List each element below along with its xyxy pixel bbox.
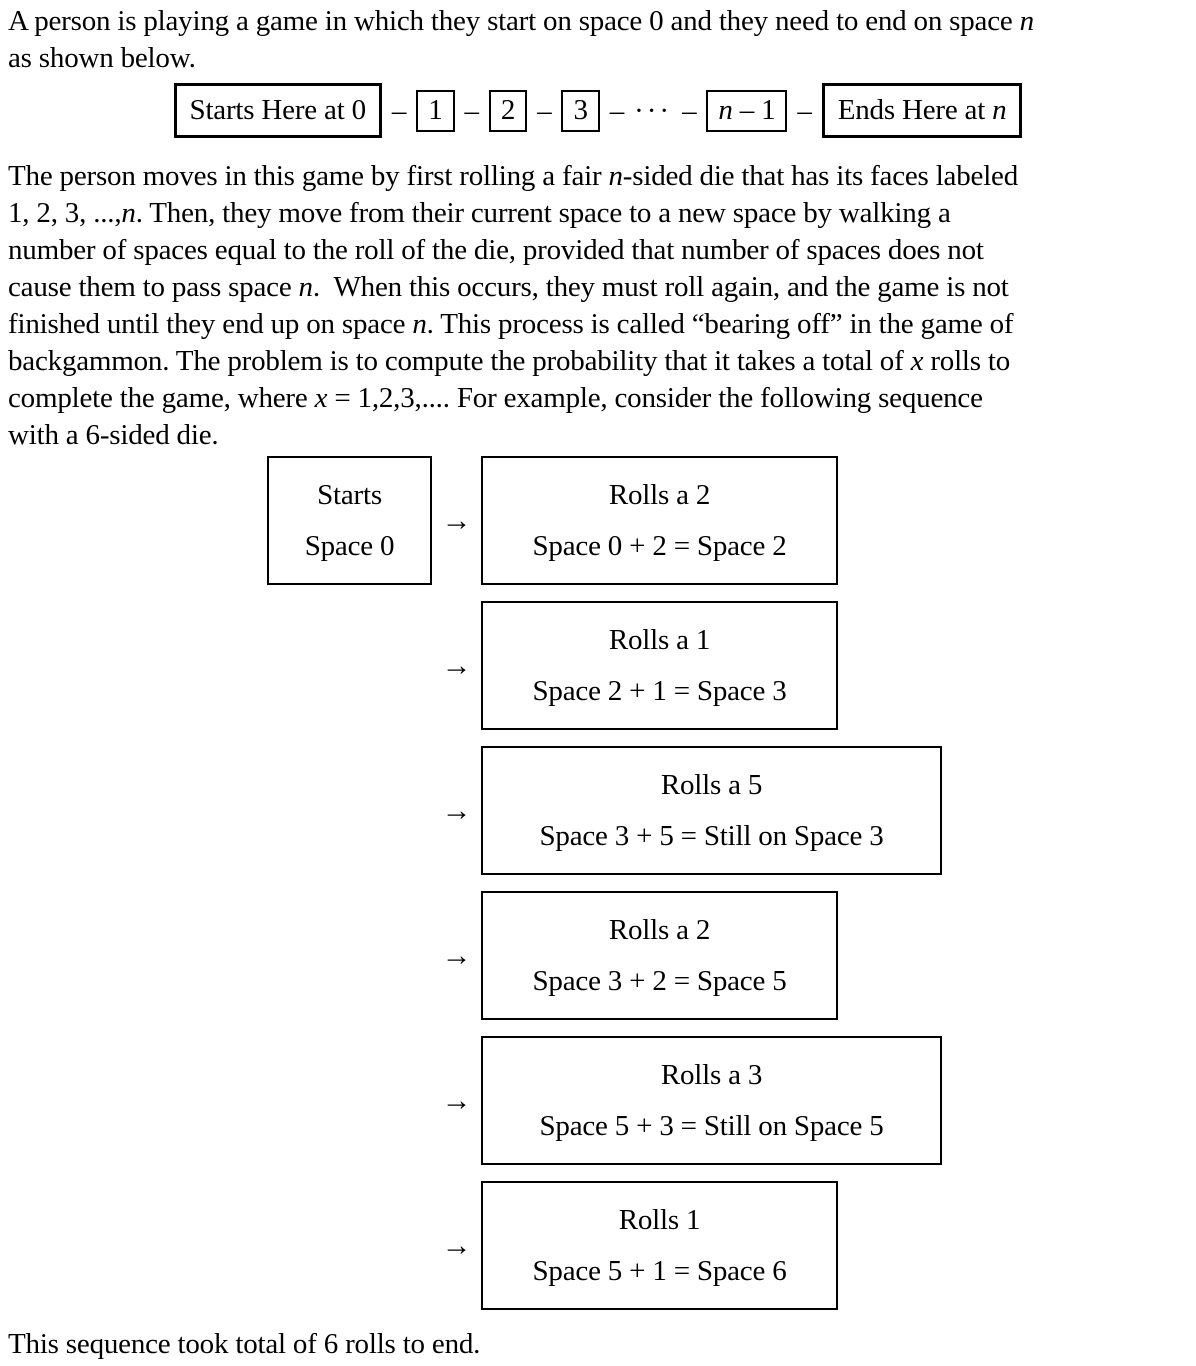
track-space-box: 3 <box>561 89 600 132</box>
start-slot <box>267 1036 432 1165</box>
roll-box: Rolls a 2 Space 3 + 2 = Space 5 <box>481 891 838 1020</box>
start-box-label: Starts <box>317 478 382 511</box>
flow-row: → Rolls 1 Space 5 + 1 = Space 6 <box>267 1181 1196 1310</box>
track-connector-dash: – <box>609 94 625 127</box>
math-variable: n <box>412 308 427 340</box>
text-line: complete the game, where x = 1,2,3,.... … <box>8 380 1196 417</box>
roll-box: Rolls a 5 Space 3 + 5 = Still on Space 3 <box>481 746 942 875</box>
roll-title: Rolls a 1 <box>608 623 711 656</box>
text-run: = 1,2,3,.... For example, consider the f… <box>327 382 983 414</box>
text-line: The person moves in this game by first r… <box>8 158 1196 195</box>
arrow-right-icon: → <box>441 1228 472 1262</box>
text-run: A person is playing a game in which they… <box>8 5 1020 37</box>
text-run: rolls to <box>923 345 1011 377</box>
text-line: with a 6-sided die. <box>8 417 1196 454</box>
text-run: 1 <box>428 94 443 126</box>
roll-equation: Space 0 + 2 = Space 2 <box>532 529 787 562</box>
text-run: Ends Here at <box>837 94 993 126</box>
track-connector-dash: – <box>464 94 480 127</box>
math-variable: x <box>314 382 328 414</box>
text-run: 2 <box>500 94 516 126</box>
text-run: The person moves in this game by first r… <box>8 160 609 192</box>
roll-equation: Space 2 + 1 = Space 3 <box>532 674 787 707</box>
text-run: 1, 2, 3, ..., <box>8 197 122 229</box>
roll-title: Rolls a 3 <box>660 1058 763 1091</box>
start-slot <box>267 891 432 1020</box>
flow-row: Starts Space 0 → Rolls a 2 Space 0 + 2 =… <box>267 456 1196 585</box>
roll-title: Rolls 1 <box>618 1203 701 1236</box>
text-run: cause them to pass space <box>8 271 299 303</box>
flow-row: → Rolls a 2 Space 3 + 2 = Space 5 <box>267 891 1196 1020</box>
roll-title: Rolls a 5 <box>660 768 763 801</box>
roll-title: Rolls a 2 <box>608 913 711 946</box>
roll-title: Rolls a 2 <box>608 478 711 511</box>
roll-equation: Space 3 + 2 = Space 5 <box>532 964 787 997</box>
text-run: finished until they end up on space <box>8 308 413 340</box>
math-variable: x <box>910 345 924 377</box>
intro-paragraph: A person is playing a game in which they… <box>0 0 1196 77</box>
roll-sequence-flowchart: Starts Space 0 → Rolls a 2 Space 0 + 2 =… <box>267 456 1196 1310</box>
start-box-space: Space 0 <box>304 529 395 562</box>
roll-equation: Space 3 + 5 = Still on Space 3 <box>539 819 884 852</box>
arrow-right-icon: → <box>441 648 472 682</box>
start-slot <box>267 746 432 875</box>
track-space-box: Starts Here at 0 <box>173 83 382 138</box>
track-connector-dash: – <box>797 94 812 127</box>
track-space-box: 1 <box>416 89 455 132</box>
start-slot <box>267 1181 432 1310</box>
arrow-right-icon: → <box>441 793 472 827</box>
math-variable: n <box>298 271 314 303</box>
arrow-right-icon: → <box>441 938 472 972</box>
roll-box: Rolls a 1 Space 2 + 1 = Space 3 <box>481 601 838 730</box>
track-space-box: Ends Here at n <box>821 83 1023 138</box>
text-line: finished until they end up on space n. T… <box>8 306 1196 343</box>
track-space-box: n – 1 <box>706 89 788 132</box>
text-run: – 1 <box>732 94 776 126</box>
flow-row: → Rolls a 5 Space 3 + 5 = Still on Space… <box>267 746 1196 875</box>
text-run: backgammon. The problem is to compute th… <box>8 345 911 377</box>
start-slot: Starts Space 0 <box>267 456 432 585</box>
track-connector-dash: – <box>682 94 697 127</box>
text-line: cause them to pass space n. When this oc… <box>8 269 1196 306</box>
arrow-right-icon: → <box>441 503 472 537</box>
conclusion-text: This sequence took total of 6 rolls to e… <box>8 1328 481 1360</box>
text-run: as shown below. <box>8 42 196 74</box>
text-run: . When this occurs, they must roll again… <box>312 271 1009 303</box>
text-line: 1, 2, 3, ...,n. Then, they move from the… <box>8 195 1196 232</box>
text-run: Starts Here at 0 <box>189 94 367 126</box>
text-line: as shown below. <box>8 40 1196 77</box>
track-space-box: 2 <box>488 89 528 132</box>
text-run: complete the game, where <box>8 382 315 414</box>
roll-equation: Space 5 + 3 = Still on Space 5 <box>539 1109 884 1142</box>
track-connector-dash: – <box>391 94 407 127</box>
text-line: backgammon. The problem is to compute th… <box>8 343 1196 380</box>
text-line: A person is playing a game in which they… <box>8 3 1196 40</box>
roll-equation: Space 5 + 1 = Space 6 <box>532 1254 787 1287</box>
text-line: number of spaces equal to the roll of th… <box>8 232 1196 269</box>
text-run: -sided die that has its faces labeled <box>622 160 1019 192</box>
math-variable: n <box>608 160 623 192</box>
text-run: . This process is called “bearing off” i… <box>426 308 1014 340</box>
text-run: 3 <box>573 94 588 126</box>
math-variable: n <box>718 94 733 126</box>
flow-row: → Rolls a 1 Space 2 + 1 = Space 3 <box>267 601 1196 730</box>
roll-box: Rolls 1 Space 5 + 1 = Space 6 <box>481 1181 838 1310</box>
track-connector-dash: – <box>537 94 552 127</box>
math-variable: n <box>121 197 136 229</box>
roll-box: Rolls a 2 Space 0 + 2 = Space 2 <box>481 456 838 585</box>
start-slot <box>267 601 432 730</box>
start-box: Starts Space 0 <box>267 456 432 585</box>
number-line-track: Starts Here at 0–1–2–3–···–n – 1–Ends He… <box>0 83 1196 138</box>
text-run: number of spaces equal to the roll of th… <box>8 234 984 266</box>
flow-row: → Rolls a 3 Space 5 + 3 = Still on Space… <box>267 1036 1196 1165</box>
roll-box: Rolls a 3 Space 5 + 3 = Still on Space 5 <box>481 1036 942 1165</box>
text-run: . Then, they move from their current spa… <box>135 197 951 229</box>
body-paragraph: The person moves in this game by first r… <box>0 158 1196 454</box>
math-variable: n <box>992 94 1007 126</box>
track-ellipsis: ··· <box>634 94 673 127</box>
arrow-right-icon: → <box>441 1083 472 1117</box>
text-run: with a 6-sided die. <box>8 419 219 451</box>
math-variable: n <box>1019 5 1035 37</box>
